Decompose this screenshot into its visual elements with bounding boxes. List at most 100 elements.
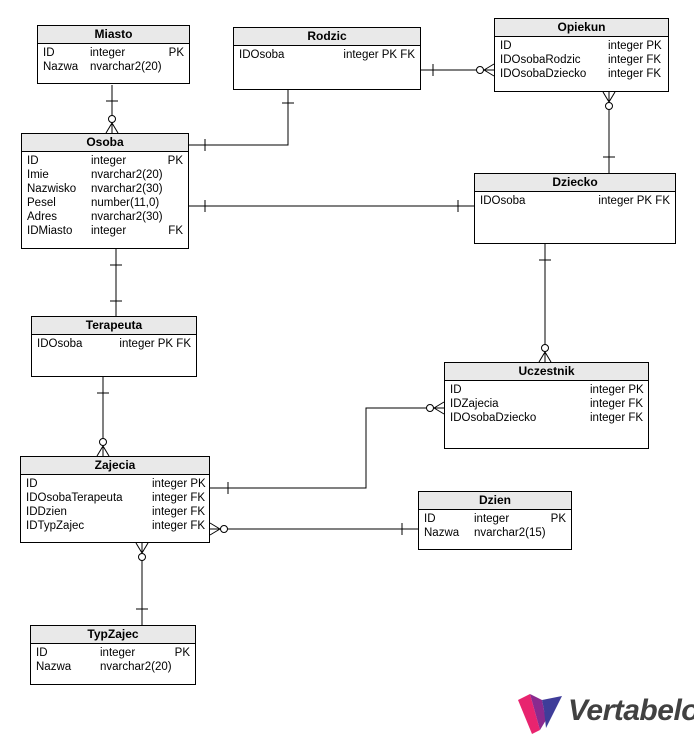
column-type: integer — [91, 225, 127, 237]
vertabelo-logo: Vertabelo — [516, 690, 694, 736]
column-name: IDTypZajec — [26, 520, 85, 532]
column-keys: PK — [174, 647, 190, 659]
entity-miasto[interactable]: Miasto ID integer PK Nazwa nvarchar2(20) — [37, 25, 190, 84]
entity-opiekun[interactable]: Opiekun ID integer PK IDOsobaRodzic inte… — [494, 18, 669, 92]
column-row: IDZajecia integer FK — [450, 397, 643, 411]
column-name: Imie — [27, 169, 49, 181]
column-type: integer PK FK — [343, 49, 415, 61]
entity-title: Uczestnik — [445, 363, 648, 381]
entity-uczestnik[interactable]: Uczestnik ID integer PK IDZajecia intege… — [444, 362, 649, 449]
entity-title: Terapeuta — [32, 317, 196, 335]
column-keys: PK — [550, 513, 566, 525]
entity-typzajec[interactable]: TypZajec ID integer PK Nazwa nvarchar2(2… — [30, 625, 196, 685]
crowfoot-mark — [135, 542, 143, 554]
optional-mark — [426, 404, 434, 412]
column-type: integer — [474, 513, 510, 525]
column-row: IDOsoba integer PK FK — [480, 194, 670, 208]
column-type: integer FK — [590, 398, 644, 410]
column-type: integer FK — [608, 68, 662, 80]
column-name: IDOsobaDziecko — [450, 412, 537, 424]
column-type: integer — [90, 47, 126, 59]
column-row: Imie nvarchar2(20) — [27, 168, 183, 182]
column-name: IDOsoba — [37, 338, 83, 350]
crowfoot-mark — [602, 91, 610, 103]
column-row: IDOsoba integer PK FK — [37, 337, 191, 351]
optional-mark — [476, 66, 484, 74]
entity-title: Miasto — [38, 26, 189, 44]
column-name: IDDzien — [26, 506, 67, 518]
optional-mark — [108, 115, 116, 123]
column-type: nvarchar2(20) — [91, 169, 163, 181]
column-type: integer PK FK — [119, 338, 191, 350]
column-name: IDZajecia — [450, 398, 499, 410]
column-name: Nazwa — [43, 61, 79, 73]
column-name: ID — [27, 155, 39, 167]
entity-dzien[interactable]: Dzien ID integer PK Nazwa nvarchar2(15) — [418, 491, 572, 550]
column-name: Nazwisko — [27, 183, 77, 195]
column-row: ID integer PK — [43, 46, 184, 60]
entity-osoba[interactable]: Osoba ID integer PK Imie nvarchar2(20) N… — [21, 133, 189, 249]
column-name: IDOsobaRodzic — [500, 54, 581, 66]
entity-title: Dzien — [419, 492, 571, 510]
column-name: Pesel — [27, 197, 56, 209]
column-row: Nazwa nvarchar2(20) — [43, 60, 184, 74]
entity-dziecko[interactable]: Dziecko IDOsoba integer PK FK — [474, 173, 676, 244]
column-type: integer FK — [152, 520, 206, 532]
column-type: integer PK FK — [598, 195, 670, 207]
entity-title: TypZajec — [31, 626, 195, 644]
entity-rodzic[interactable]: Rodzic IDOsoba integer PK FK — [233, 27, 421, 90]
column-name: ID — [43, 47, 55, 59]
column-row: ID integer PK — [500, 39, 663, 53]
column-type: integer FK — [152, 492, 206, 504]
entity-title: Opiekun — [495, 19, 668, 37]
crowfoot-mark — [538, 351, 546, 363]
column-row: IDOsobaDziecko integer FK — [450, 411, 643, 425]
column-row: IDDzien integer FK — [26, 505, 205, 519]
crowfoot-mark — [608, 91, 616, 103]
column-name: IDOsobaDziecko — [500, 68, 587, 80]
column-name: Adres — [27, 211, 58, 223]
entity-terapeuta[interactable]: Terapeuta IDOsoba integer PK FK — [31, 316, 197, 377]
optional-mark — [605, 102, 613, 110]
column-keys: PK — [167, 155, 183, 167]
column-row: ID integer PK — [26, 477, 206, 491]
column-type: integer PK — [590, 384, 644, 396]
column-row: IDOsobaTerapeuta integer FK — [26, 491, 206, 505]
crowfoot-mark — [544, 351, 552, 363]
crowfoot-mark — [102, 445, 110, 457]
column-type: nvarchar2(20) — [90, 61, 162, 73]
column-name: ID — [424, 513, 436, 525]
entity-zajecia[interactable]: Zajecia ID integer PK IDOsobaTerapeuta i… — [20, 456, 210, 543]
column-row: ID integer PK — [36, 646, 190, 660]
optional-mark — [138, 553, 146, 561]
column-name: IDOsobaTerapeuta — [26, 492, 123, 504]
crowfoot-mark — [433, 401, 445, 409]
column-type: nvarchar2(30) — [91, 211, 163, 223]
column-type: nvarchar2(30) — [91, 183, 163, 195]
column-name: ID — [450, 384, 462, 396]
column-type: integer FK — [608, 54, 662, 66]
column-type: nvarchar2(15) — [474, 527, 546, 539]
column-row: Nazwisko nvarchar2(30) — [27, 182, 183, 196]
column-name: IDOsoba — [239, 49, 285, 61]
crowfoot-mark — [483, 69, 495, 77]
column-name: ID — [26, 478, 38, 490]
column-name: Nazwa — [36, 661, 72, 673]
column-row: IDMiasto integer FK — [27, 224, 183, 238]
crowfoot-mark — [96, 445, 104, 457]
column-name: ID — [36, 647, 48, 659]
column-name: IDMiasto — [27, 225, 73, 237]
column-type: integer FK — [590, 412, 644, 424]
column-type: nvarchar2(20) — [100, 661, 172, 673]
column-row: Nazwa nvarchar2(20) — [36, 660, 190, 674]
crowfoot-mark — [111, 122, 119, 134]
column-name: IDOsoba — [480, 195, 526, 207]
crowfoot-mark — [105, 122, 113, 134]
column-type: integer PK — [152, 478, 206, 490]
logo-text: Vertabelo — [568, 694, 694, 727]
crowfoot-mark — [433, 407, 445, 415]
column-name: Nazwa — [424, 527, 460, 539]
optional-mark — [99, 438, 107, 446]
column-keys: FK — [168, 225, 183, 237]
